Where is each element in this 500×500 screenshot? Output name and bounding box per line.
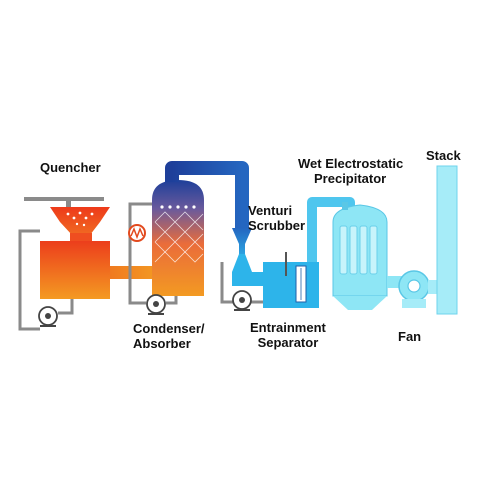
wet-electrostatic-precipitator xyxy=(332,202,388,310)
label-condenser-line1: Condenser/ xyxy=(133,321,205,336)
label-condenser-line2: Absorber xyxy=(133,336,191,351)
packing-lattice xyxy=(154,211,204,263)
esp-base xyxy=(333,296,387,310)
entrainment-separator xyxy=(220,252,319,311)
pump-icon xyxy=(146,294,166,315)
quencher-spray-bar xyxy=(24,197,104,201)
heat-exchanger-icon xyxy=(128,224,146,242)
esp-collector-tubes xyxy=(339,225,378,275)
quencher-hopper xyxy=(50,207,110,235)
label-venturi-line2: Scrubber xyxy=(248,218,306,233)
label-venturi-line1: Venturi xyxy=(248,203,293,218)
overhead-duct xyxy=(165,161,249,228)
label-wet-esp: Wet Electrostatic Precipitator xyxy=(298,156,403,186)
quencher-vessel xyxy=(40,241,110,299)
spray-nozzle-icon xyxy=(66,211,94,227)
label-separator-line1: Entrainment xyxy=(250,320,326,335)
quencher-recirc-pipe xyxy=(18,229,40,331)
label-wet-esp-line2: Precipitator xyxy=(314,171,387,186)
stack xyxy=(436,165,458,315)
venturi-throat xyxy=(232,228,252,262)
label-separator-line2: Separator xyxy=(257,335,319,350)
fan xyxy=(387,270,442,308)
label-fan: Fan xyxy=(398,329,422,344)
label-venturi-scrubber: Venturi Scrubber xyxy=(248,203,305,233)
quencher xyxy=(18,197,110,331)
fan-housing-icon xyxy=(398,270,430,308)
venturi-scrubber xyxy=(232,228,252,272)
label-stack: Stack xyxy=(426,148,461,163)
label-condenser-absorber: Condenser/ Absorber xyxy=(133,321,205,351)
condenser-vessel xyxy=(152,180,204,296)
label-entrainment-separator: Entrainment Separator xyxy=(250,320,326,350)
quencher-condenser-duct xyxy=(110,266,158,279)
pump-icon xyxy=(232,290,252,311)
condenser-absorber xyxy=(128,180,204,315)
label-quencher: Quencher xyxy=(40,160,101,175)
label-wet-esp-line1: Wet Electrostatic xyxy=(298,156,404,171)
pump-icon xyxy=(38,306,58,327)
condenser-recirc-pipe xyxy=(128,202,152,305)
separator-vessel xyxy=(263,262,319,308)
spray-nozzle-icon xyxy=(160,205,196,209)
